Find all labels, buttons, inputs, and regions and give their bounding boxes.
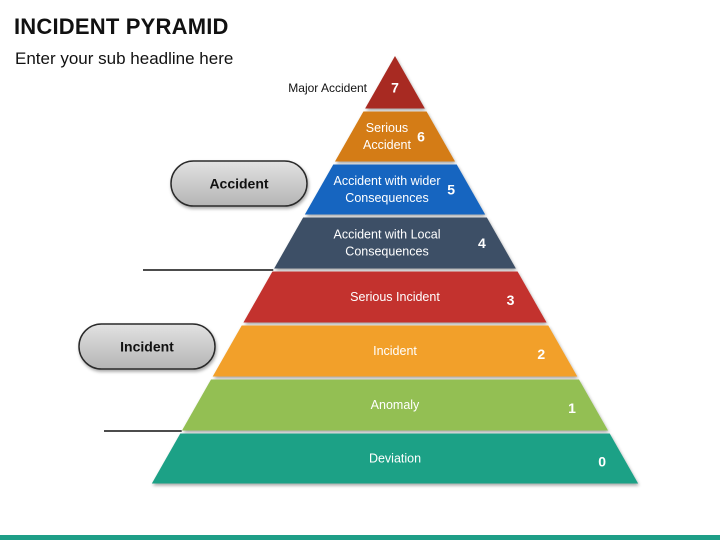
tier-label: Serious (366, 121, 408, 135)
pill-shape (78, 323, 216, 370)
tier-label: Consequences (345, 191, 428, 205)
pill-label: Accident (209, 176, 268, 192)
tier-label: Accident with Local (333, 228, 440, 242)
pill-shape (170, 160, 308, 207)
pyramid-tier: Deviation 0 (151, 433, 639, 484)
tier-label: Serious Incident (350, 290, 440, 304)
pyramid-tier-shape (334, 111, 456, 162)
tier-number: 1 (568, 400, 576, 416)
tier-number: 3 (507, 292, 515, 308)
pyramid-tier-shape (181, 379, 609, 431)
pyramid-tier-shape (365, 56, 425, 109)
tier-number: 2 (537, 346, 545, 362)
page-subtitle: Enter your sub headline here (15, 49, 234, 68)
tier-label: Accident with wider (334, 174, 441, 188)
tier-label: Incident (373, 344, 417, 358)
tier-number: 4 (478, 235, 486, 251)
category-pill: Incident (78, 323, 216, 370)
pyramid-tier-shape (243, 271, 547, 323)
pyramid-tier: Incident 2 (212, 325, 578, 377)
pyramid-tier-shape (212, 325, 578, 377)
major-accident-label: Major Accident (288, 81, 367, 95)
tier-label: Accident (363, 138, 411, 152)
tier-number: 7 (391, 79, 399, 95)
pyramid-tier-shape (151, 433, 639, 484)
page-title: INCIDENT PYRAMID (14, 14, 229, 39)
category-pill: Accident (170, 160, 308, 207)
tier-label: Anomaly (371, 398, 420, 412)
pyramid-tier: Anomaly 1 (181, 379, 609, 431)
tier-number: 0 (598, 454, 606, 470)
pyramid-tier-shape (304, 164, 486, 215)
pill-label: Incident (120, 339, 174, 355)
pyramid-tier-shape (274, 217, 516, 269)
tier-number: 5 (447, 182, 455, 198)
pyramid-tier: 7 (365, 56, 425, 109)
tier-label: Consequences (345, 245, 428, 259)
tier-number: 6 (417, 129, 425, 145)
tier-label: Deviation (369, 452, 421, 466)
pyramid-tier: Serious Incident 3 (243, 271, 547, 323)
footer-accent-bar (0, 535, 720, 540)
